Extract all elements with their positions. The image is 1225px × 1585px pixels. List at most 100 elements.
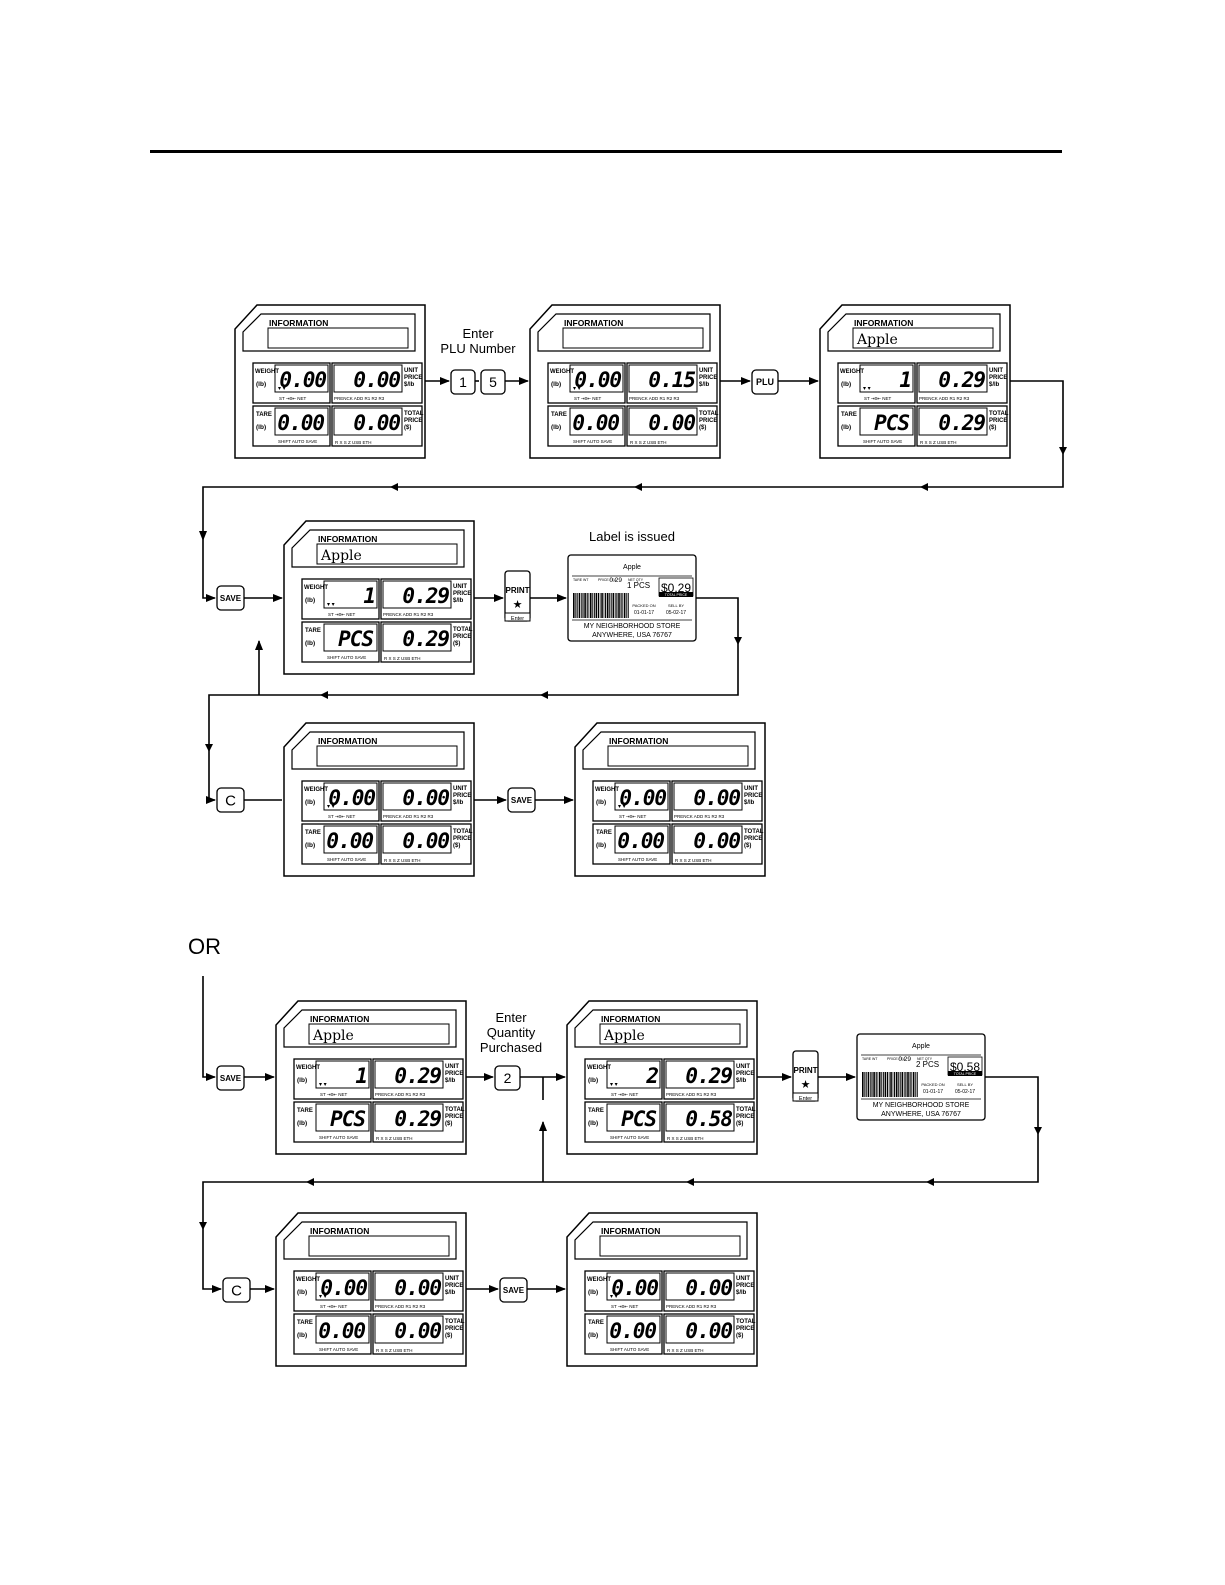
information-frame [291,731,465,770]
tare-unit: (lb) [305,842,315,849]
tare-annunciators: SHIFT AUTO SAVE [327,857,366,862]
unit-price-annunciators: PRENCK ADD R1 R2 R3 [383,814,434,819]
label-price-each: 0.29 [609,577,622,584]
total-price-annunciators: R X S Z USB ETH [920,440,957,445]
label-store-address: ANYWHERE, USA 76767 [592,632,672,639]
total-price-section [380,823,472,865]
total-price-section [626,405,718,447]
total-price-section [671,823,763,865]
unit-price-section [663,1058,755,1100]
print-key-footer [792,1092,819,1102]
key-label: 5 [489,374,497,390]
plu-key: PLU [751,369,779,395]
total-price-value: 0.00 [394,1319,441,1343]
weight-heading: WEIGHT [595,787,619,793]
weight-heading: WEIGHT [296,1277,320,1283]
weight-annunciators: ST ⇥0⇤ NET [279,396,306,401]
print-key: PRINT★Enter [792,1050,819,1102]
weight-heading: WEIGHT [550,369,574,375]
unit-price-section [916,362,1008,404]
flow-arrow [206,597,739,804]
label-price-caption: PRICE / EA [598,578,617,582]
weight-marker: ▾ ▾ [327,804,335,810]
tare-annunciators: SHIFT AUTO SAVE [863,439,902,444]
tare-annunciators: SHIFT AUTO SAVE [319,1135,358,1140]
information-heading: INFORMATION [564,318,623,328]
information-text: Apple [603,1028,645,1044]
weight-value: 1 [363,584,375,608]
information-heading: INFORMATION [310,1014,369,1024]
unit-price-lcd [374,1060,444,1089]
unit-price-value: 0.00 [402,786,449,810]
print-key-footer [504,612,531,622]
tare-unit: (lb) [588,1332,598,1339]
key-label: 2 [504,1070,512,1086]
unit-price-value: 0.00 [353,368,400,392]
label-sell-caption: SELL BY [668,603,684,608]
unit-price-lcd [382,782,452,811]
weight-heading: WEIGHT [304,787,328,793]
label-packed-date: 01-01-17 [923,1089,943,1095]
tare-heading: TARE [305,830,321,836]
weight-marker: ▾ ▾ [863,386,871,392]
total-price-value: 0.29 [402,627,449,651]
label-total-caption: TOTAL PRICE [954,1072,977,1076]
unit-price-section [663,1270,755,1312]
key-frame [494,1065,521,1091]
total-price-annunciators: R X S Z USB ETH [667,1348,704,1353]
label-packed-date: 01-01-17 [634,610,654,616]
key-label: C [225,792,236,809]
total-price-section [372,1101,464,1143]
tare-lcd [274,407,329,436]
tare-unit: (lb) [305,640,315,647]
flow-arrowhead [306,1178,314,1186]
print-key-star: ★ [513,599,523,611]
unit-price-section [331,362,423,404]
weight-value: 0.00 [574,368,621,392]
tare-unit: (lb) [551,424,561,431]
weight-annunciators: ST ⇥0⇤ NET [611,1092,638,1097]
key-label: C [231,1282,242,1299]
total-price-annunciators: R X S Z USB ETH [384,656,421,661]
weight-lcd [614,782,669,811]
tare-lcd [606,1315,661,1344]
label-qty-caption: NET QTY [917,1057,933,1061]
label-frame [567,554,697,642]
weight-lcd [323,580,378,609]
tare-value: 0.00 [617,829,664,853]
label-item-name: Apple [912,1043,930,1050]
label-tare-caption: TARE WT [573,578,589,582]
information-frame [283,1221,457,1260]
print-key-label: PRINT [506,586,530,595]
weight-marker: ▾ ▾ [610,1294,618,1300]
tare-unit: (lb) [588,1120,598,1127]
save-key: SAVE [216,1065,245,1091]
key-label: 1 [459,374,467,390]
key-label: SAVE [220,1074,242,1083]
tare-value: PCS [330,1107,365,1131]
information-heading: INFORMATION [310,1226,369,1236]
label-total: $0.58 [950,1060,980,1074]
unit-price-section [372,1270,464,1312]
tare-value: PCS [874,411,909,435]
total-price-value: 0.00 [685,1319,732,1343]
unit-price-value: 0.00 [685,1276,732,1300]
total-price-section [372,1313,464,1355]
information-field [599,1235,741,1257]
tare-heading: TARE [588,1108,604,1114]
label-total: $0.29 [661,581,691,595]
tare-lcd [323,825,378,854]
tare-section [547,405,626,447]
unit-price-lcd [665,1060,735,1089]
label-price-caption: PRICE / EA [887,1057,906,1061]
weight-section [293,1058,372,1100]
unit-price-section [380,578,472,620]
